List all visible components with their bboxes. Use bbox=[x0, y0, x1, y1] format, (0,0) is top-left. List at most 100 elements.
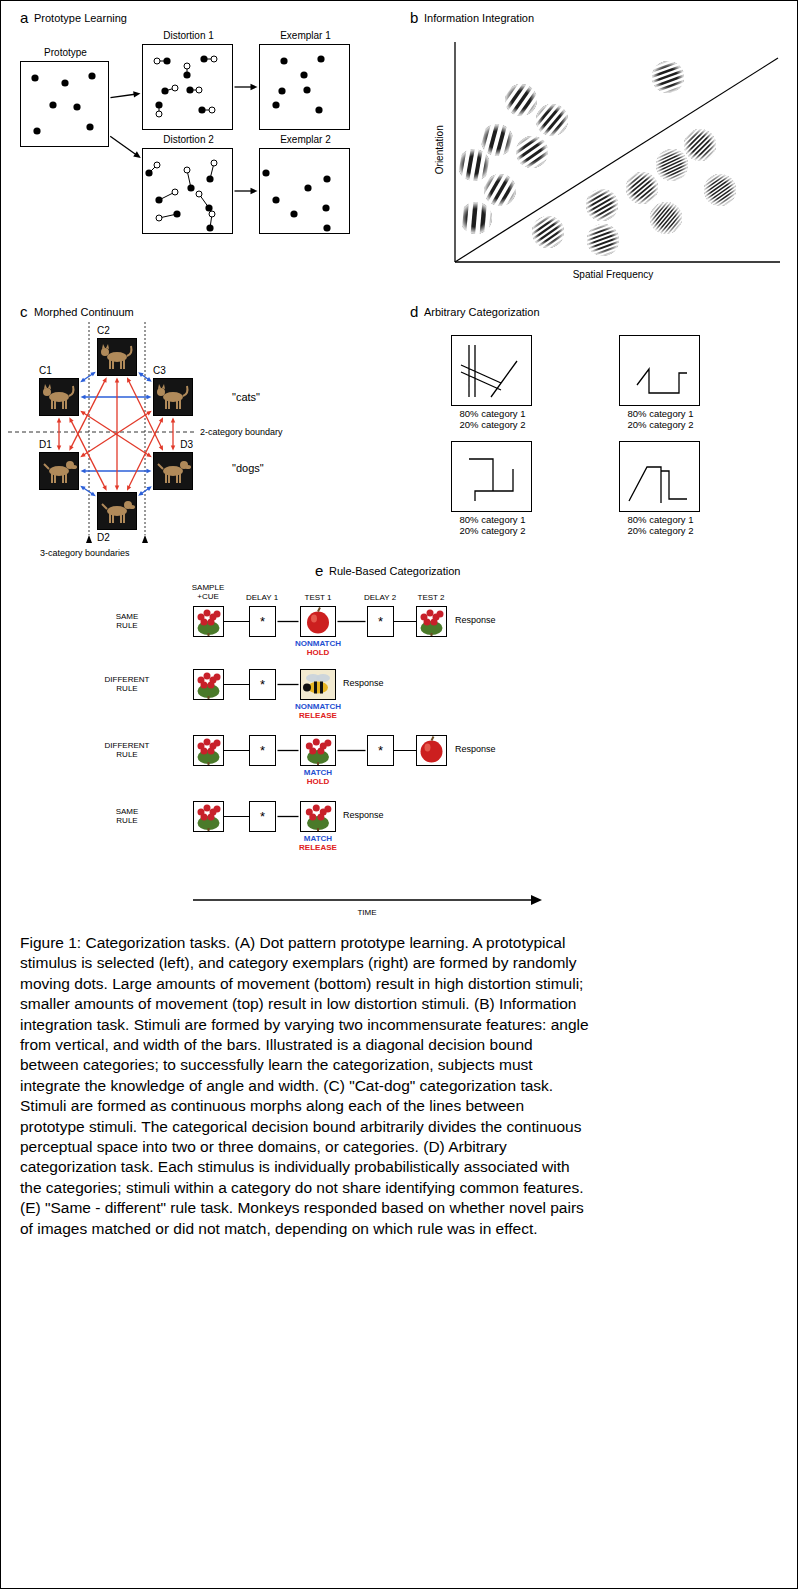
old-dot bbox=[184, 63, 190, 69]
dot bbox=[161, 87, 168, 94]
stem bbox=[317, 828, 319, 831]
panel-letter: a bbox=[20, 9, 28, 26]
grating-ground bbox=[684, 129, 716, 161]
picture-frame bbox=[194, 607, 224, 637]
animal-leg bbox=[112, 514, 114, 523]
animal-leg bbox=[65, 474, 67, 483]
box-label: Exemplar 1 bbox=[250, 30, 361, 42]
arrowhead bbox=[146, 377, 151, 382]
picture-frame bbox=[417, 736, 447, 766]
sequence-line bbox=[224, 684, 249, 685]
old-dot bbox=[209, 107, 215, 113]
flower bbox=[437, 611, 444, 618]
connector bbox=[278, 621, 299, 622]
stimulus-label: D1 bbox=[39, 439, 52, 451]
x-axis bbox=[455, 261, 780, 262]
panel-letter: d bbox=[410, 303, 418, 320]
connector-line bbox=[278, 621, 299, 622]
apple-shine bbox=[311, 615, 317, 623]
arrowhead bbox=[80, 378, 85, 383]
arrowhead bbox=[90, 492, 95, 497]
stimulus-label: D3 bbox=[180, 439, 193, 451]
photo-ground bbox=[39, 452, 79, 490]
connector bbox=[127, 417, 163, 490]
arrowhead bbox=[115, 378, 120, 383]
stem bbox=[208, 762, 210, 765]
panel-letter: b bbox=[410, 9, 418, 26]
arrowhead bbox=[90, 372, 95, 377]
arrowhead bbox=[171, 446, 176, 451]
arrowhead bbox=[133, 91, 140, 97]
dot bbox=[163, 57, 170, 64]
apple bbox=[307, 612, 329, 634]
grating-ground bbox=[505, 84, 537, 116]
animal-snout bbox=[185, 465, 191, 469]
animal-leg bbox=[168, 474, 170, 483]
outcome-text: NONMATCH bbox=[288, 702, 348, 711]
outcome-text: HOLD bbox=[288, 777, 348, 786]
animal-tail bbox=[158, 464, 163, 469]
old-dot bbox=[154, 162, 160, 168]
dot bbox=[205, 204, 212, 211]
delay-box: * bbox=[249, 801, 276, 832]
sequence-line bbox=[224, 816, 249, 817]
line-drawing bbox=[629, 467, 687, 503]
dot bbox=[290, 210, 297, 217]
line-drawing bbox=[461, 345, 517, 397]
flower bbox=[317, 748, 324, 755]
outcome-text: NONMATCH bbox=[288, 639, 348, 648]
delay-marker: * bbox=[368, 736, 393, 765]
animal-leg bbox=[112, 360, 114, 369]
animal-leg bbox=[109, 360, 111, 369]
flower bbox=[427, 610, 434, 617]
connector bbox=[278, 750, 299, 751]
grating bbox=[501, 121, 563, 183]
animal-leg bbox=[51, 400, 53, 409]
dot bbox=[317, 55, 324, 62]
pattern-box: Distortion 2 bbox=[142, 148, 233, 234]
boundary-line bbox=[145, 322, 146, 535]
arrowhead bbox=[147, 395, 152, 400]
morph-image: C3 bbox=[153, 378, 193, 416]
figure-caption: Figure 1: Categorization tasks. (A) Dot … bbox=[20, 933, 590, 1239]
axis-label: Spatial Frequency bbox=[563, 269, 663, 281]
grating-edge bbox=[652, 61, 685, 94]
connector bbox=[57, 418, 62, 451]
box-label: Exemplar 2 bbox=[250, 134, 361, 146]
flower bbox=[324, 740, 331, 747]
animal-tail bbox=[127, 346, 132, 356]
animal-leg bbox=[109, 514, 111, 523]
flower bbox=[309, 748, 316, 755]
delay-box: * bbox=[249, 735, 276, 766]
grating-ground bbox=[481, 124, 513, 156]
photo-ground bbox=[153, 378, 193, 416]
column-header: DELAY 2 bbox=[360, 593, 400, 602]
flower bbox=[201, 748, 208, 755]
grating-edge bbox=[704, 174, 737, 207]
connector-line bbox=[84, 488, 93, 494]
grating-edge bbox=[650, 202, 683, 235]
grating bbox=[689, 159, 750, 220]
connector-line bbox=[278, 684, 299, 685]
photo-ground bbox=[97, 338, 137, 376]
grating-ground bbox=[704, 174, 736, 206]
connector bbox=[80, 372, 96, 383]
connector-line bbox=[278, 816, 299, 817]
grating-ground bbox=[536, 104, 568, 136]
stimulus-label: C3 bbox=[153, 365, 166, 377]
grating-stripes bbox=[640, 49, 696, 104]
delay-marker: * bbox=[368, 607, 393, 636]
time-label: TIME bbox=[342, 908, 392, 917]
connector bbox=[338, 750, 366, 751]
arrowhead bbox=[146, 411, 151, 416]
stripe bbox=[449, 140, 461, 184]
stem bbox=[317, 762, 319, 765]
outcome-text: MATCH bbox=[288, 768, 348, 777]
connector-line bbox=[71, 421, 105, 487]
axis-label: Orientation bbox=[434, 110, 446, 190]
morph-image: D3 bbox=[153, 452, 193, 490]
flower bbox=[214, 611, 221, 618]
animal-head bbox=[43, 388, 51, 396]
flower bbox=[204, 673, 211, 680]
